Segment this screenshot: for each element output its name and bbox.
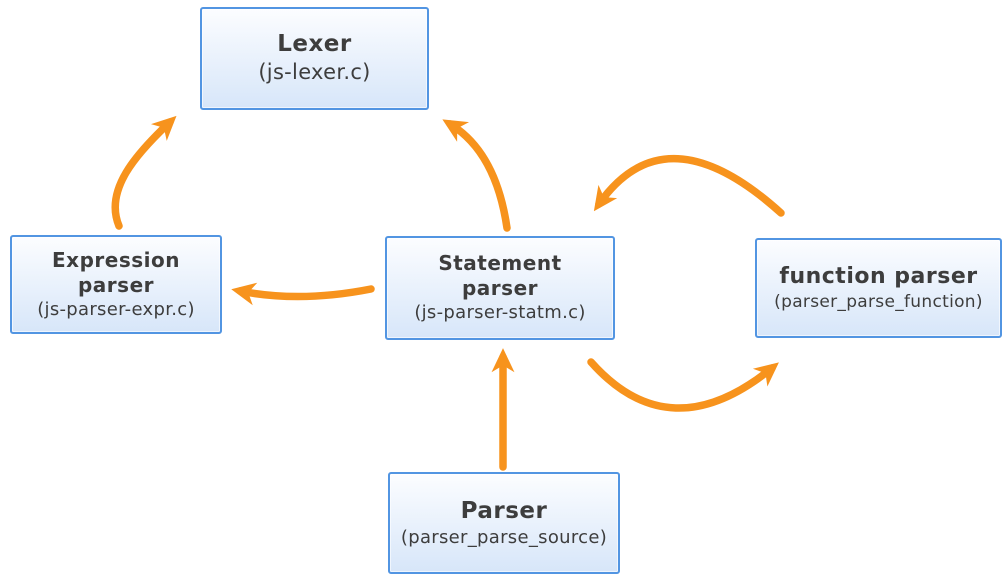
node-expression-parser-subtitle: (js-parser-expr.c) <box>37 298 195 320</box>
node-expression-parser-title: Expression parser <box>52 247 180 297</box>
node-function-parser-subtitle: (parser_parse_function) <box>774 291 983 312</box>
arrow-expression-to-lexer <box>111 115 177 230</box>
arrow-statement-to-function <box>587 358 779 412</box>
node-statement-parser-subtitle: (js-parser-statm.c) <box>414 302 586 324</box>
node-function-parser-title: function parser <box>779 264 978 290</box>
arrow-function-to-statement <box>593 155 785 217</box>
node-parser-subtitle: (parser_parse_source) <box>400 526 608 548</box>
arrow-statement-to-lexer <box>442 119 511 232</box>
node-lexer-title: Lexer <box>277 31 352 58</box>
node-function-parser: function parser (parser_parse_function) <box>755 238 1002 338</box>
node-statement-parser-title: Statement parser <box>438 251 562 301</box>
node-statement-parser: Statement parser (js-parser-statm.c) <box>385 236 615 340</box>
node-lexer-subtitle: (js-lexer.c) <box>258 60 371 85</box>
node-expression-parser: Expression parser (js-parser-expr.c) <box>10 235 222 334</box>
arrow-statement-to-expression <box>231 282 375 306</box>
node-parser-title: Parser <box>460 497 548 524</box>
node-lexer: Lexer (js-lexer.c) <box>200 7 429 110</box>
node-parser: Parser (parser_parse_source) <box>388 472 620 574</box>
